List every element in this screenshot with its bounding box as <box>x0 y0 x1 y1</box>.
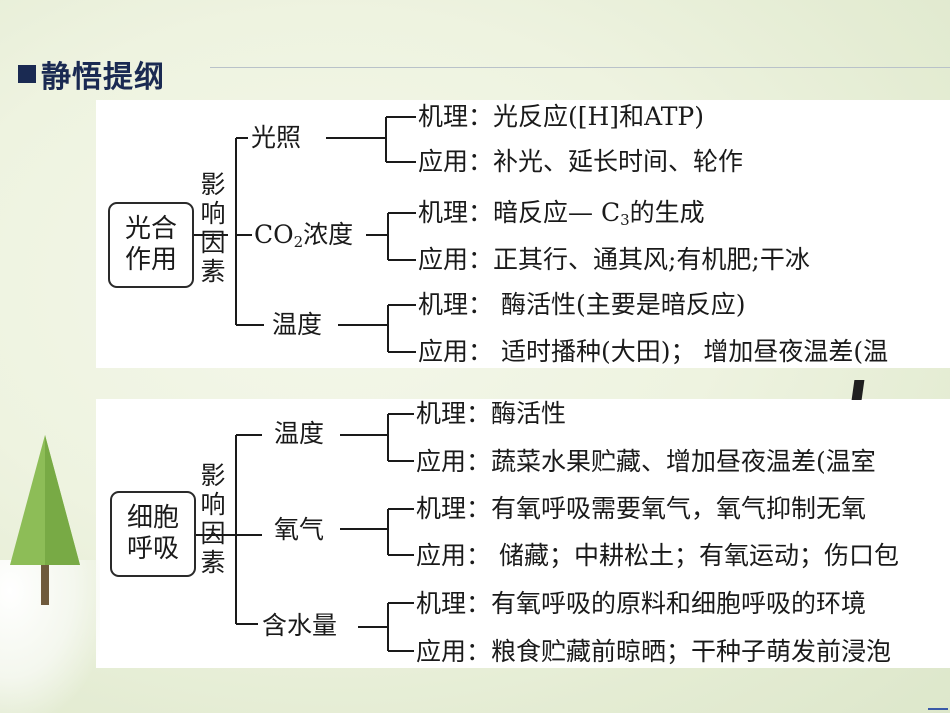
page-title: 静悟提纲 <box>41 60 165 95</box>
corner-mark-decoration <box>928 708 948 710</box>
section-heading: 静悟提纲 <box>18 52 165 96</box>
branch-temperature-mechanism: 机理： 酶活性(主要是暗反应) <box>418 290 746 319</box>
branch-oxygen-application: 应用： 储藏；中耕松土；有氧运动；伤口包 <box>416 541 899 570</box>
branch-temperature-application: 应用：蔬菜水果贮藏、增加昼夜温差(温室 <box>416 447 876 476</box>
respiration-connector-lines <box>196 413 414 652</box>
respiration-root-line2: 呼吸 <box>126 534 179 564</box>
branch-co2-mechanism: 机理：暗反应— C3的生成 <box>418 198 705 229</box>
photosynthesis-root-line1: 光合 <box>124 214 177 244</box>
snow-ground-decoration <box>0 560 100 713</box>
branch-temperature: 温度 <box>272 310 323 339</box>
branch-water-content: 含水量 <box>262 611 338 640</box>
branch-water-content-mechanism: 机理：有氧呼吸的原料和细胞呼吸的环境 <box>416 589 867 618</box>
heading-rule <box>210 67 950 68</box>
square-bullet-icon <box>18 65 36 83</box>
respiration-diagram-card: 细胞 呼吸 影响因素 温度 机理：酶活性 应用：蔬菜水果贮藏、增加昼夜温差(温室… <box>96 399 950 668</box>
branch-co2-application: 应用：正其行、通其风;有机肥;干冰 <box>418 245 810 274</box>
respiration-root-box <box>110 491 196 577</box>
branch-light-mechanism: 机理：光反应([H]和ATP) <box>418 102 704 131</box>
photosynthesis-root-line2: 作用 <box>124 245 177 275</box>
branch-temperature-application: 应用： 适时播种(大田)； 增加昼夜温差(温 <box>418 337 889 366</box>
pine-tree-icon <box>10 435 80 605</box>
photosynthesis-factor-label: 影响因素 <box>200 170 226 286</box>
branch-oxygen-mechanism: 机理：有氧呼吸需要氧气，氧气抑制无氧 <box>416 494 867 523</box>
photosynthesis-connector-lines <box>194 116 416 353</box>
photosynthesis-root-box <box>108 202 194 288</box>
branch-temperature: 温度 <box>274 419 325 448</box>
branch-water-content-application: 应用：粮食贮藏前晾晒；干种子萌发前浸泡 <box>416 637 892 666</box>
branch-light: 光照 <box>251 123 302 152</box>
branch-light-application: 应用：补光、延长时间、轮作 <box>418 147 744 176</box>
branch-co2: CO2浓度 <box>254 220 354 251</box>
background-post-decoration <box>851 380 865 400</box>
branch-oxygen: 氧气 <box>274 515 325 544</box>
respiration-factor-label: 影响因素 <box>200 461 226 577</box>
photosynthesis-diagram-card: 光合 作用 影响因素 光照 机理：光反应([H]和ATP) 应用：补光、延长时间… <box>96 100 950 368</box>
branch-temperature-mechanism: 机理：酶活性 <box>416 399 567 428</box>
respiration-root-line1: 细胞 <box>126 503 179 533</box>
